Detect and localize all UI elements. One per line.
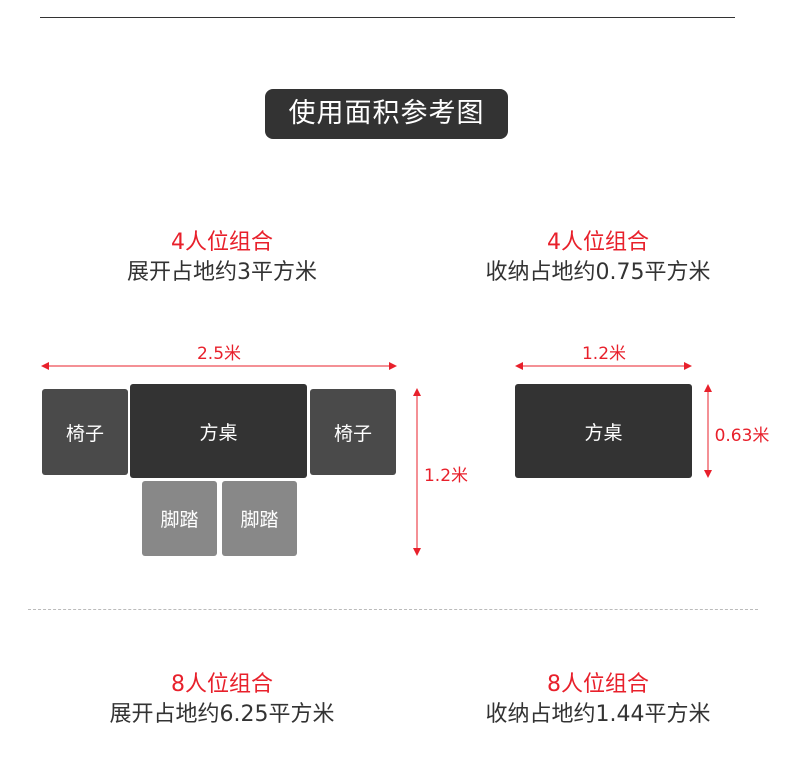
expanded-depth-label: 1.2米: [423, 466, 469, 486]
folded-depth-label: 0.63米: [714, 426, 770, 446]
section-heading: 8人位组合: [547, 672, 649, 697]
section-bottom-left: 8人位组合 展开占地约6.25平方米: [32, 670, 412, 730]
section-heading: 4人位组合: [547, 230, 649, 255]
section-divider: [28, 609, 758, 610]
stool-1: 脚踏: [142, 481, 217, 556]
folded-width-label: 1.2米: [581, 344, 627, 364]
section-top-left: 4人位组合 展开占地约3平方米: [32, 228, 412, 288]
table-folded: 方桌: [515, 384, 692, 478]
top-divider: [40, 17, 735, 18]
table-expanded: 方桌: [130, 384, 307, 478]
stool-2: 脚踏: [222, 481, 297, 556]
page-title: 使用面积参考图: [265, 89, 508, 139]
section-heading: 4人位组合: [171, 230, 273, 255]
expanded-width-label: 2.5米: [196, 344, 242, 364]
section-subheading: 展开占地约3平方米: [127, 260, 317, 285]
chair-left: 椅子: [42, 389, 128, 475]
section-top-right: 4人位组合 收纳占地约0.75平方米: [408, 228, 788, 288]
chair-right: 椅子: [310, 389, 396, 475]
section-subheading: 收纳占地约0.75平方米: [485, 260, 711, 285]
section-heading: 8人位组合: [171, 672, 273, 697]
section-subheading: 展开占地约6.25平方米: [109, 702, 335, 727]
section-bottom-right: 8人位组合 收纳占地约1.44平方米: [408, 670, 788, 730]
section-subheading: 收纳占地约1.44平方米: [485, 702, 711, 727]
